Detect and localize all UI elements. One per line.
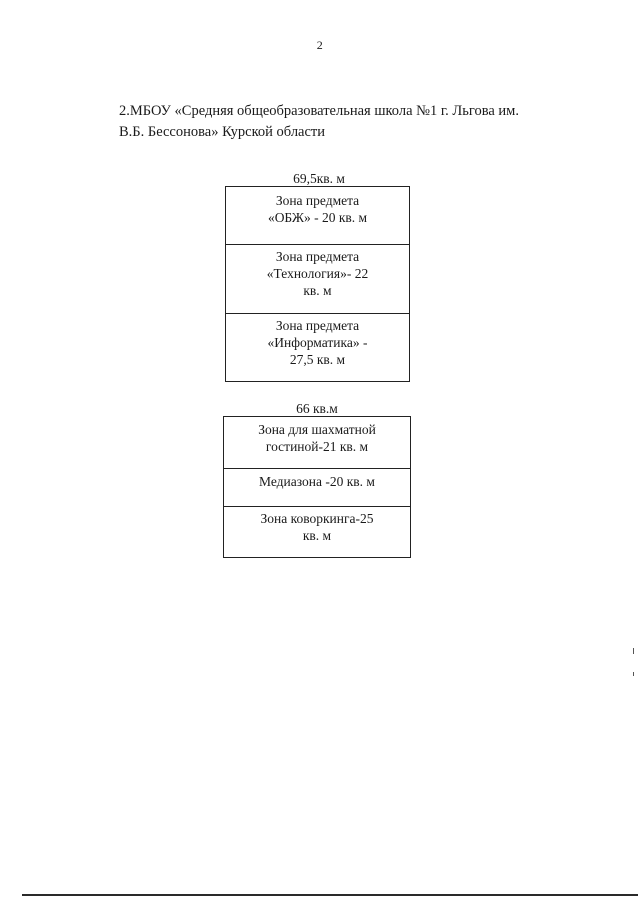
zone-line: «ОБЖ» - 20 кв. м <box>267 210 368 225</box>
zone-line: кв. м <box>302 528 332 543</box>
zone-line: «Информатика» - <box>267 335 368 350</box>
zone-line: Зона для шахматной <box>258 422 376 437</box>
zone-line: Зона предмета <box>275 249 360 264</box>
zone-line: «Технология»- 22 <box>266 266 369 281</box>
block-2-area-total: 66 кв.м <box>296 401 338 416</box>
block-2-zone-table: Зона для шахматной гостиной-21 кв. м Мед… <box>223 416 411 558</box>
footer-rule <box>22 894 638 896</box>
heading-line-1: 2.МБОУ «Средняя общеобразовательная школ… <box>119 103 519 119</box>
zone-obzh: Зона предмета «ОБЖ» - 20 кв. м <box>226 187 409 245</box>
zone-line: Зона коворкинга-25 <box>260 511 374 526</box>
zone-line: Зона предмета <box>275 318 360 333</box>
scan-speck <box>633 672 634 676</box>
scan-speck <box>633 648 634 654</box>
zone-informatics: Зона предмета «Информатика» - 27,5 кв. м <box>226 314 409 381</box>
block-1-zone-table: Зона предмета «ОБЖ» - 20 кв. м Зона пред… <box>225 186 410 382</box>
zone-coworking: Зона коворкинга-25 кв. м <box>224 507 410 557</box>
zone-technology: Зона предмета «Технология»- 22 кв. м <box>226 245 409 314</box>
document-heading: 2.МБОУ «Средняя общеобразовательная школ… <box>119 101 559 143</box>
zone-line: 27,5 кв. м <box>289 352 346 367</box>
block-1-area-total: 69,5кв. м <box>293 171 345 186</box>
zone-line: Зона предмета <box>275 193 360 208</box>
zone-line: кв. м <box>303 283 332 298</box>
heading-line-2: В.Б. Бессонова» Курской области <box>119 124 326 140</box>
zone-media: Медиазона -20 кв. м <box>224 469 410 507</box>
zone-chess-lounge: Зона для шахматной гостиной-21 кв. м <box>224 417 410 469</box>
zone-line: гостиной-21 кв. м <box>265 439 369 454</box>
page-number: 2 <box>316 38 324 52</box>
zone-line: Медиазона -20 кв. м <box>259 474 375 489</box>
